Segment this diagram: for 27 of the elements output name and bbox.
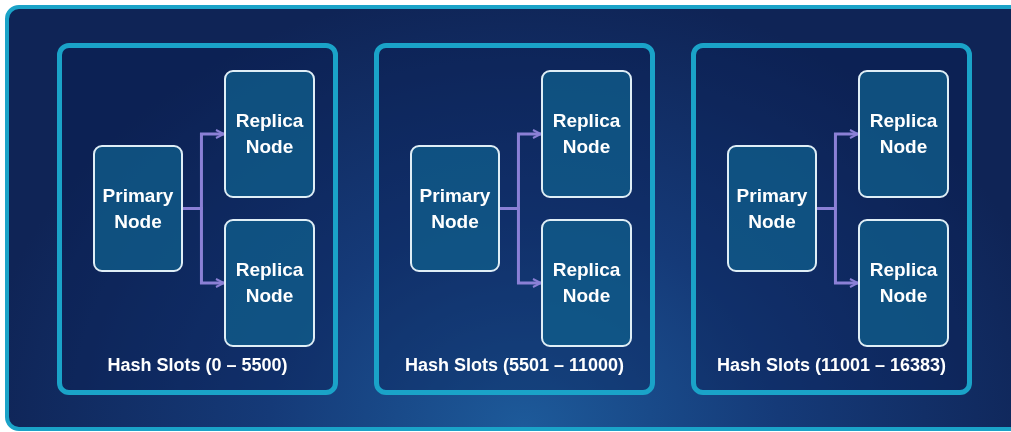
cluster-panel <box>57 43 338 395</box>
node-label: Replica Node <box>551 109 622 159</box>
arrow <box>817 207 859 288</box>
node-box <box>93 145 183 272</box>
cluster-label: Hash Slots (5501 – 11000) <box>403 355 626 376</box>
node-label: Primary Node <box>735 183 809 234</box>
node-box <box>858 219 949 347</box>
node-label: Replica Node <box>551 258 622 308</box>
cluster-panel <box>374 43 655 395</box>
node-box <box>224 219 315 347</box>
arrow <box>500 207 542 288</box>
node-box <box>541 219 632 347</box>
node-label: Primary Node <box>418 183 492 234</box>
cluster-panel <box>691 43 972 395</box>
node-label: Replica Node <box>868 109 939 159</box>
node-box <box>858 70 949 198</box>
node-box <box>541 70 632 198</box>
cluster-label: Hash Slots (11001 – 16383) <box>715 355 948 376</box>
node-label: Primary Node <box>101 183 175 234</box>
node-label: Replica Node <box>234 258 305 308</box>
node-box <box>224 70 315 198</box>
node-label: Replica Node <box>234 109 305 159</box>
arrow <box>183 207 225 288</box>
node-box <box>727 145 817 272</box>
cluster-label: Hash Slots (0 – 5500) <box>106 355 289 376</box>
node-label: Replica Node <box>868 258 939 308</box>
node-box <box>410 145 500 272</box>
